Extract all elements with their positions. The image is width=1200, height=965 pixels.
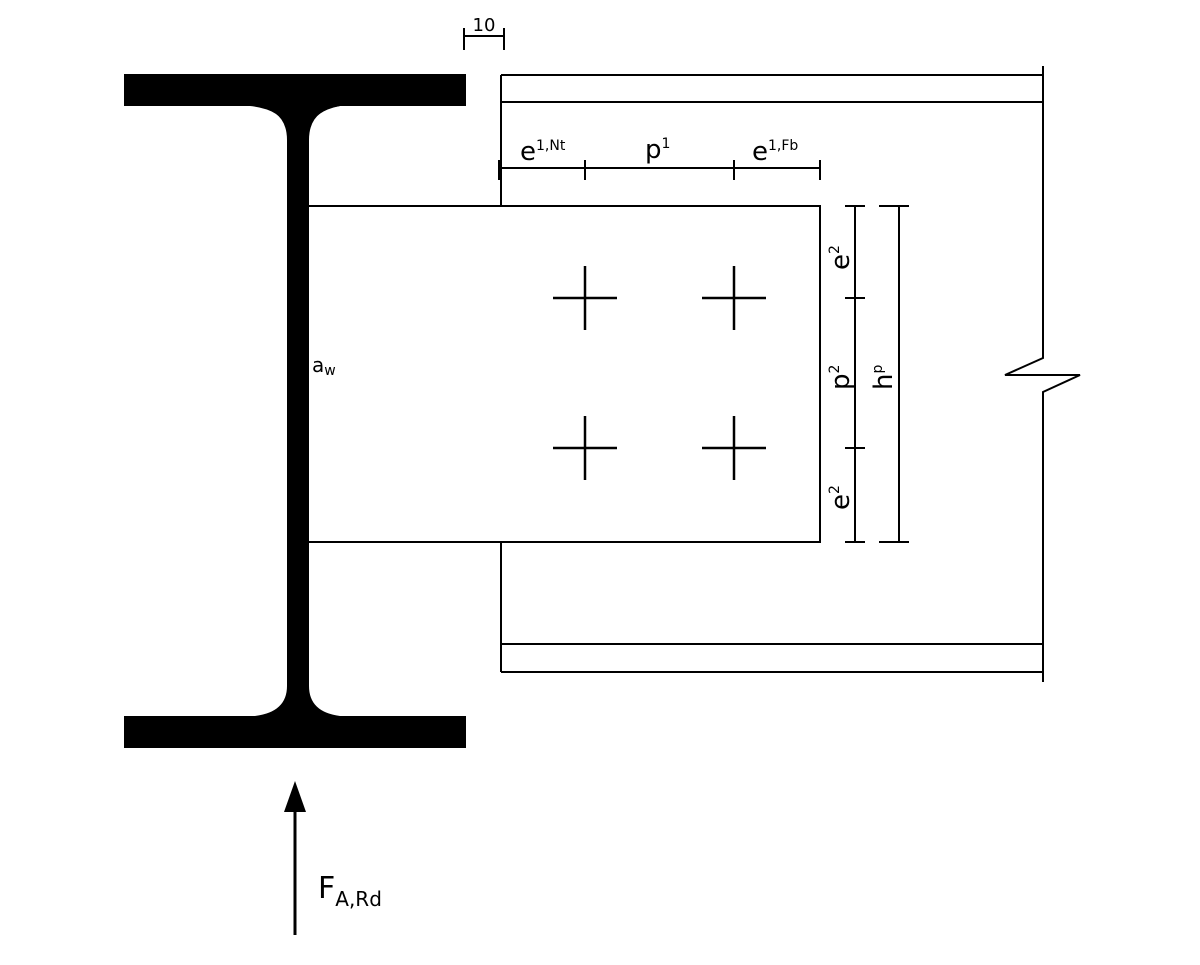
horizontal-dimension-line [498, 160, 821, 180]
plate-height-dimension [879, 205, 909, 543]
vertical-dimension-line [845, 205, 865, 543]
label-p2: p2 [826, 365, 856, 390]
label-hp-sup: p [870, 365, 886, 374]
column-fillet-top-left [255, 106, 287, 140]
gap-dimension [463, 28, 505, 50]
label-hp: hp [869, 365, 899, 390]
label-e2-bottom-main: e [826, 494, 856, 510]
label-p1-sup: 1 [662, 136, 671, 152]
beam [500, 66, 1081, 682]
label-aw-main: a [312, 353, 324, 377]
column-fillet-top-right [309, 106, 340, 140]
label-e1-nt-main: e [520, 137, 536, 167]
bolt [702, 416, 766, 480]
bolt [553, 416, 617, 480]
label-e2-top-main: e [826, 254, 856, 270]
label-e2-bottom-sup: 2 [827, 485, 843, 494]
column-i-section [124, 74, 466, 748]
column-web [250, 106, 340, 716]
label-p1-main: p [645, 135, 662, 165]
force-arrow [284, 781, 306, 935]
label-hp-main: h [869, 374, 899, 390]
label-e1-fb: e1,Fb [752, 137, 798, 167]
label-e2-top-sup: 2 [827, 245, 843, 254]
label-aw-sub: w [324, 363, 335, 379]
label-force-main: F [318, 871, 335, 906]
label-e1-fb-main: e [752, 137, 768, 167]
label-e1-nt: e1,Nt [520, 137, 566, 167]
label-e1-nt-sup: 1,Nt [536, 138, 566, 154]
bolts [553, 266, 766, 480]
label-e1-fb-sup: 1,Fb [768, 138, 798, 154]
label-force: FA,Rd [318, 871, 382, 911]
bolt [553, 266, 617, 330]
label-e2-top: e2 [826, 245, 856, 270]
label-p2-main: p [826, 373, 856, 390]
fin-plate [305, 205, 821, 543]
label-p2-sup: 2 [827, 365, 843, 374]
label-force-sub: A,Rd [335, 887, 382, 911]
beam-break-line [1004, 66, 1081, 682]
label-aw: aw [312, 353, 336, 379]
label-e2-bottom: e2 [826, 485, 856, 510]
column-bottom-flange [124, 716, 466, 748]
gap-dimension-value: 10 [473, 15, 496, 36]
label-p1: p1 [645, 135, 670, 165]
bolt [702, 266, 766, 330]
column-top-flange [124, 74, 466, 106]
